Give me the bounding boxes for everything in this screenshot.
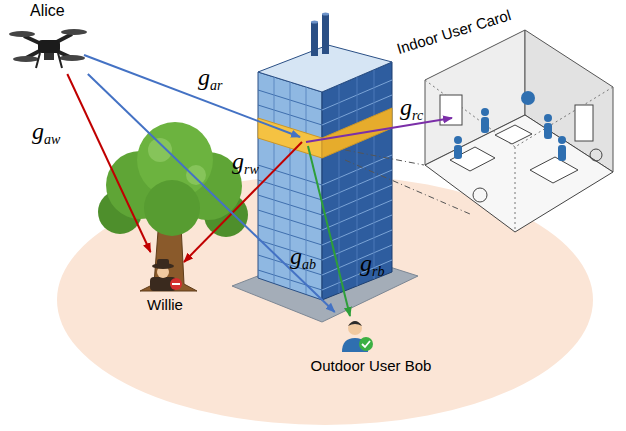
channel-line — [306, 118, 452, 142]
outdoor-user-node: Outdoor User Bob — [282, 312, 460, 382]
channel-label: gaw — [32, 118, 60, 153]
node-label: Willie — [147, 296, 183, 314]
uav-node: Alice — [8, 2, 93, 74]
channel-line — [308, 146, 350, 316]
channel-label: grb — [360, 250, 384, 285]
channel-line — [184, 142, 302, 262]
channel-label: grw — [232, 148, 259, 183]
channel-arrow — [88, 74, 335, 312]
indoor-room — [425, 30, 613, 232]
channel-arrow — [67, 74, 150, 252]
channel-label: grc — [400, 94, 423, 129]
indoor-user-node: Indoor User Carol — [398, 0, 620, 245]
eavesdropper-figure — [150, 259, 182, 291]
drone — [9, 29, 87, 68]
channel-label: gar — [198, 64, 222, 99]
channel-label: gab — [290, 243, 316, 278]
user-figure — [342, 321, 373, 352]
warden-node: Willie — [135, 252, 195, 314]
node-label: Outdoor User Bob — [311, 357, 432, 375]
node-label: Alice — [30, 2, 65, 20]
node-label: Indoor User Carol — [395, 6, 513, 58]
channel-line — [84, 55, 300, 137]
